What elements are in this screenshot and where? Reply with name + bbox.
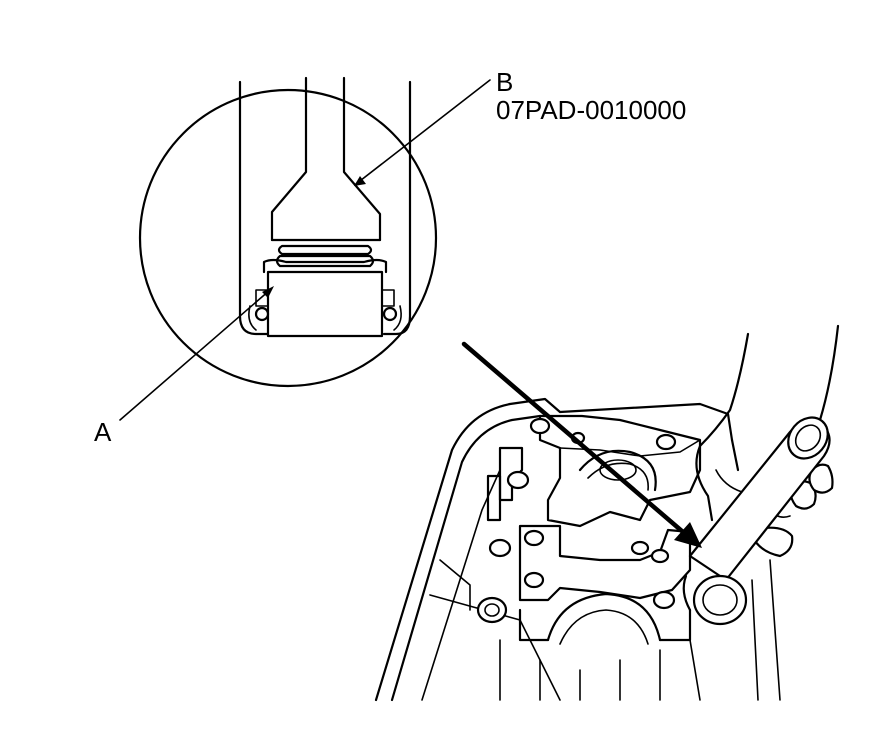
arrowhead-a — [262, 286, 274, 298]
detail-magnifier — [138, 76, 438, 388]
label-a: A — [94, 417, 112, 447]
leader-lines — [119, 79, 702, 548]
magnify-arrow-line — [461, 341, 693, 541]
label-b-part-number: 07PAD-0010000 — [496, 95, 687, 125]
magnify-arrowhead — [674, 522, 702, 548]
leader-line-b — [355, 79, 491, 185]
label-b: B — [496, 67, 514, 97]
engine-head-illustration — [374, 397, 781, 702]
tool-b-driver — [682, 416, 831, 626]
arrowhead-b — [354, 176, 366, 186]
leader-line-a — [119, 289, 271, 421]
